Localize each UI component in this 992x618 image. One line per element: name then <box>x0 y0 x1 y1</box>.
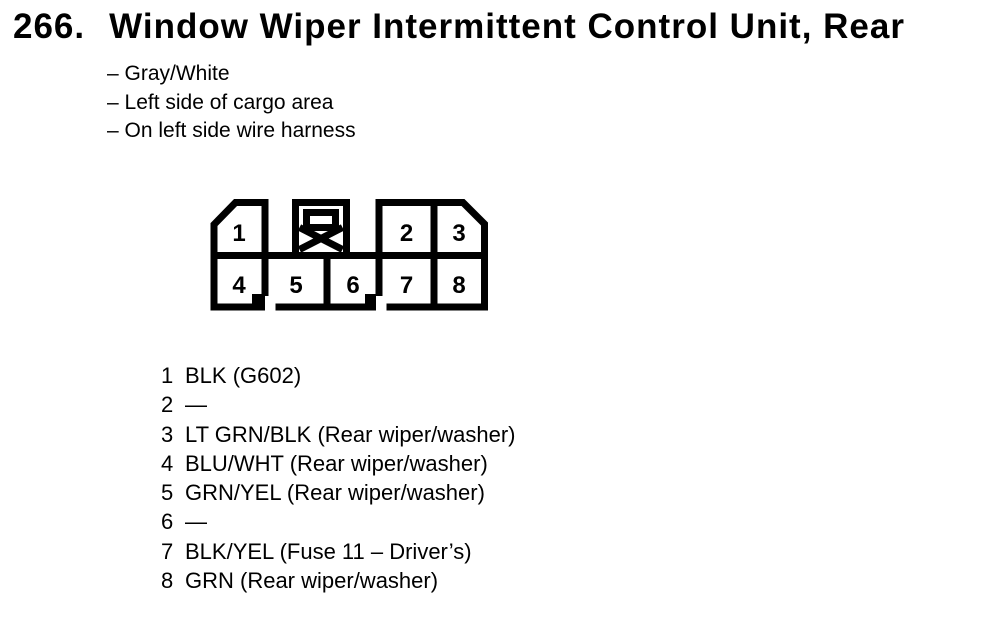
keying-tab-right <box>365 294 379 310</box>
pin-number: 5 <box>161 480 174 506</box>
pin-description: BLK/YEL (Fuse 11 – Driver’s) <box>185 538 472 564</box>
cavity-label-5: 5 <box>289 272 302 299</box>
pin-description: BLU/WHT (Rear wiper/washer) <box>185 450 488 476</box>
cavity-label-4: 4 <box>232 272 246 299</box>
pin-description: BLK (G602) <box>185 363 302 388</box>
pin-description: — <box>185 392 207 418</box>
pin-description: — <box>185 509 207 535</box>
page-title: Window Wiper Intermittent Control Unit, … <box>109 7 905 46</box>
pin-list: 1 BLK (G602) 2 — 3 LT GRN/BLK (Rear wipe… <box>161 361 516 595</box>
pin-number: 4 <box>161 450 174 476</box>
pin-number: 6 <box>161 509 174 535</box>
keying-tab-left <box>252 294 265 310</box>
pin-row: 2 — <box>161 390 516 419</box>
keying-slot-right <box>376 296 387 314</box>
cavity-2-3-block <box>375 199 488 259</box>
pin-description: GRN (Rear wiper/washer) <box>185 568 439 594</box>
section-header: 266. Window Wiper Intermittent Control U… <box>13 9 905 44</box>
latch-window-icon <box>303 209 339 231</box>
cavity-label-3: 3 <box>452 220 465 247</box>
location-notes: – Gray/White – Left side of cargo area –… <box>107 60 356 146</box>
pin-number: 8 <box>161 568 174 594</box>
latch-cross-icon <box>297 224 345 253</box>
pin-description: LT GRN/BLK (Rear wiper/washer) <box>185 421 516 447</box>
connector-pinout-diagram: 1 2 3 4 5 6 7 8 <box>210 199 488 314</box>
pin-number: 2 <box>161 392 174 418</box>
pin-row: 7 BLK/YEL (Fuse 11 – Driver’s) <box>161 537 516 566</box>
cavity-label-7: 7 <box>400 272 413 299</box>
cavity-1-block <box>210 199 269 259</box>
note-location: – Left side of cargo area <box>107 90 334 114</box>
pin-number: 3 <box>161 421 174 447</box>
pin-row: 6 — <box>161 507 516 536</box>
cavity-label-6: 6 <box>346 272 359 299</box>
section-number: 266. <box>13 7 86 46</box>
latch-block <box>292 199 350 259</box>
pin-row: 5 GRN/YEL (Rear wiper/washer) <box>161 478 516 507</box>
pin-row: 8 GRN (Rear wiper/washer) <box>161 566 516 595</box>
keying-slot-left <box>265 296 276 314</box>
pin-number: 1 <box>161 363 174 388</box>
pin-row: 3 LT GRN/BLK (Rear wiper/washer) <box>161 420 516 449</box>
pin-number: 7 <box>161 538 174 564</box>
pin-row: 1 BLK (G602) <box>161 361 516 390</box>
pin-row: 4 BLU/WHT (Rear wiper/washer) <box>161 449 516 478</box>
note-harness: – On left side wire harness <box>107 119 356 142</box>
cavity-label-1: 1 <box>232 220 245 247</box>
note-connector-color: – Gray/White <box>107 62 230 85</box>
pin-description: GRN/YEL (Rear wiper/washer) <box>185 480 485 506</box>
cavity-label-2: 2 <box>400 220 413 247</box>
cavity-label-8: 8 <box>452 272 465 299</box>
